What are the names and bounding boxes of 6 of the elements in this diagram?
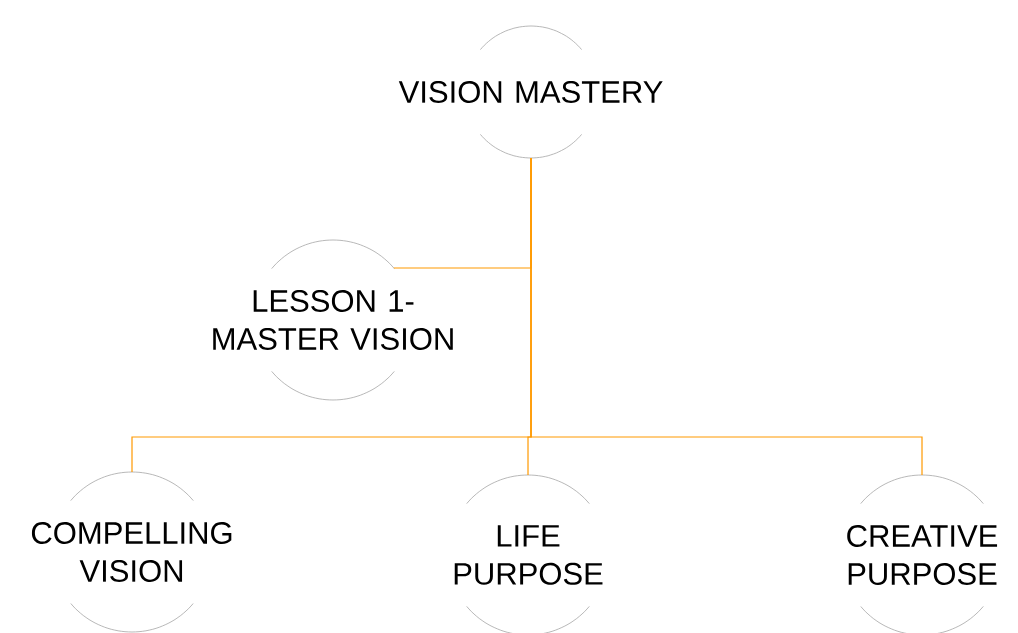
connector-line bbox=[530, 157, 923, 476]
node-label: COMPELLING VISION bbox=[31, 522, 232, 582]
node-label: CREATIVE PURPOSE bbox=[847, 525, 998, 585]
node-label: LIFE PURPOSE bbox=[454, 525, 603, 585]
node-label: VISION MASTERY bbox=[398, 81, 663, 103]
node-label: LESSON 1- MASTER VISION bbox=[213, 290, 453, 350]
